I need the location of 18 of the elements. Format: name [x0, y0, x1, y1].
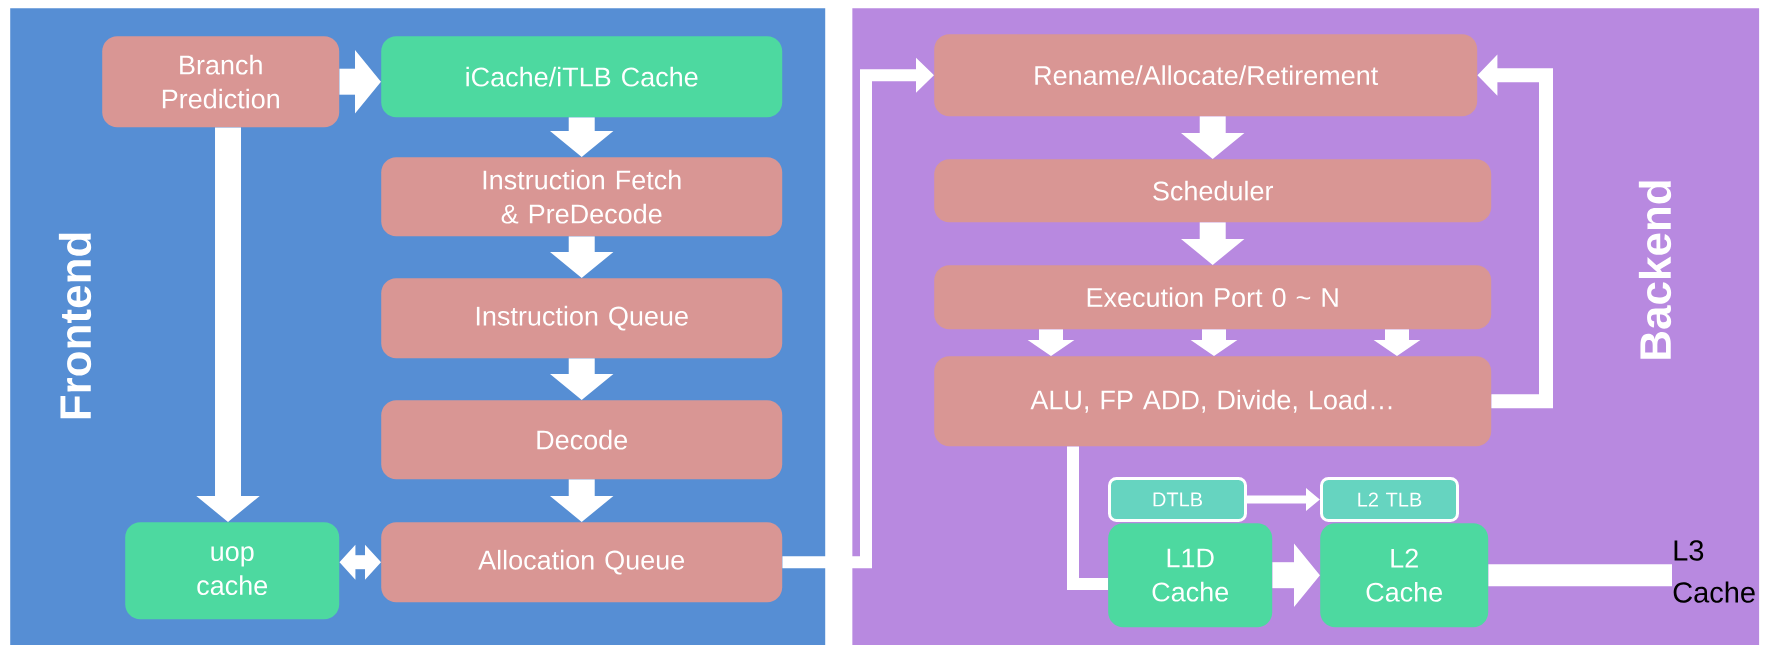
label-text: L3 Cache [1673, 540, 1755, 603]
connector-line [1488, 564, 1672, 587]
connector-line [1067, 446, 1108, 590]
cache-box: L2 Cache [1320, 523, 1489, 628]
stage-box: Execution Port 0 ~ N [934, 265, 1492, 330]
stage-box: Branch Prediction [102, 36, 340, 128]
stage-box: Rename/Allocate/Retirement [934, 34, 1478, 117]
cache-box: uop cache [125, 522, 340, 620]
stage-box: Allocation Queue [381, 522, 783, 603]
stage-box: ALU, FP ADD, Divide, Load… [934, 356, 1492, 447]
tlb-box: L2 TLB [1320, 477, 1459, 522]
cache-box: L1D Cache [1108, 523, 1273, 628]
stage-box: Scheduler [934, 159, 1492, 223]
stage-box: Instruction Fetch & PreDecode [381, 157, 783, 237]
stage-box: Instruction Queue [381, 278, 783, 359]
cache-box: iCache/iTLB Cache [381, 36, 783, 118]
tlb-box: DTLB [1108, 477, 1247, 522]
stage-box: Decode [381, 400, 783, 480]
